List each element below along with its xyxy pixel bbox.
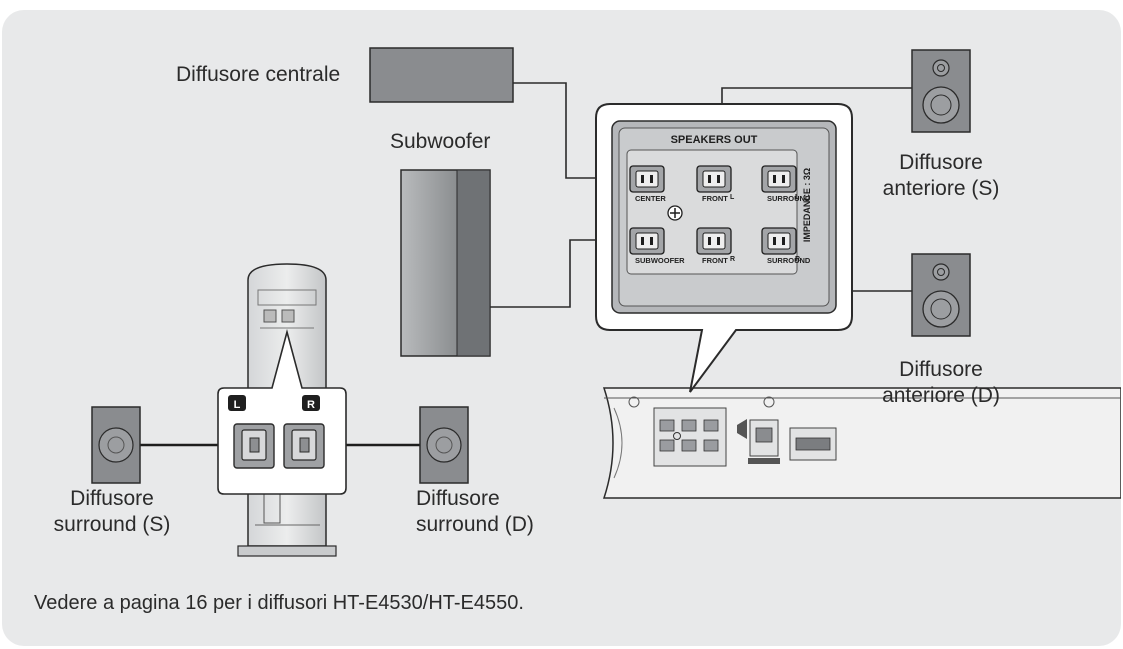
terminal-channel-label: R: [730, 256, 735, 263]
surround-right-speaker: [419, 406, 469, 484]
front-right-label: Diffusore anteriore (D): [868, 357, 1014, 409]
front-right-label-line1: Diffusore: [899, 358, 983, 381]
subwoofer-label: Subwoofer: [390, 130, 491, 153]
connection-diagram: L R SPEAKERS OUT IMPEDANCE :: [91, 47, 1121, 557]
front-left-label-line1: Diffusore: [899, 151, 983, 174]
front-left-label: Diffusore anteriore (S): [868, 150, 1014, 202]
front-left-label-line2: anteriore (S): [882, 177, 1000, 200]
reference-note: Vedere a pagina 16 per i diffusori HT-E4…: [34, 592, 524, 614]
terminal-channel-label: R: [795, 256, 800, 263]
terminal-label: SURROUND: [767, 194, 811, 203]
diagram-panel: L R SPEAKERS OUT IMPEDANCE :: [2, 10, 1121, 646]
terminal-channel-label: L: [795, 194, 800, 201]
terminal-label: FRONT: [702, 194, 728, 203]
terminal-label: SUBWOOFER: [635, 256, 685, 265]
main-unit-rear-panel: [602, 387, 1121, 499]
subwoofer: [400, 169, 491, 357]
speaker-terminal: SUBWOOFER: [629, 227, 685, 265]
surround-right-label-line1: Diffusore: [416, 487, 500, 510]
center-speaker: [369, 47, 514, 103]
surround-left-speaker: [91, 406, 141, 484]
surround-right-label-line2: surround (D): [416, 513, 534, 536]
speakers-out-title: SPEAKERS OUT: [671, 134, 758, 146]
terminal-label: FRONT: [702, 256, 728, 265]
surround-left-label-line1: Diffusore: [70, 487, 154, 510]
speaker-terminal: CENTER: [629, 165, 666, 203]
front-right-label-line2: anteriore (D): [882, 384, 1000, 407]
surround-left-channel-label: L: [234, 399, 241, 411]
surround-right-label: Diffusore surround (D): [416, 486, 566, 538]
terminal-label: SURROUND: [767, 256, 811, 265]
surround-terminal-callout: L R: [217, 328, 347, 495]
surround-left-label-line2: surround (S): [53, 513, 171, 536]
surround-left-label: Diffusore surround (S): [42, 486, 182, 538]
terminal-channel-label: L: [730, 194, 735, 201]
terminal-label: CENTER: [635, 194, 666, 203]
front-left-speaker: [911, 49, 971, 133]
surround-right-channel-label: R: [307, 399, 315, 411]
front-right-speaker: [911, 253, 971, 337]
impedance-label: IMPEDANCE : 3Ω: [802, 168, 812, 242]
center-speaker-label: Diffusore centrale: [176, 63, 341, 86]
